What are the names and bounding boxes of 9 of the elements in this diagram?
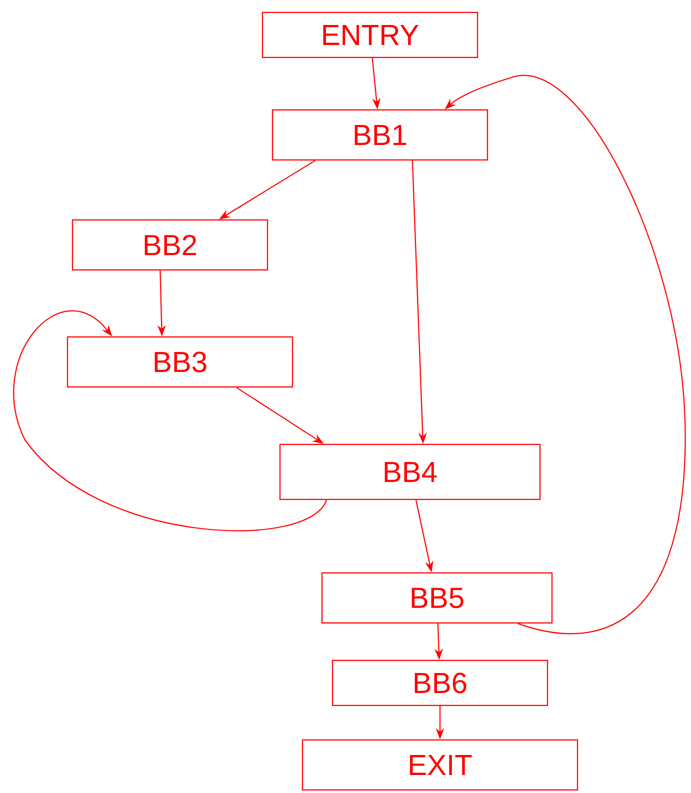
process-box: BB4 [279, 444, 541, 500]
process-box: BB2 [72, 219, 268, 271]
process-box: BB6 [332, 660, 548, 706]
process-box: ENTRY [262, 12, 478, 58]
process-box: EXIT [302, 739, 578, 791]
arrow [13, 310, 327, 532]
process-box: BB3 [66, 336, 294, 388]
process-box: BB5 [321, 572, 553, 624]
process-box: BB1 [272, 109, 488, 161]
